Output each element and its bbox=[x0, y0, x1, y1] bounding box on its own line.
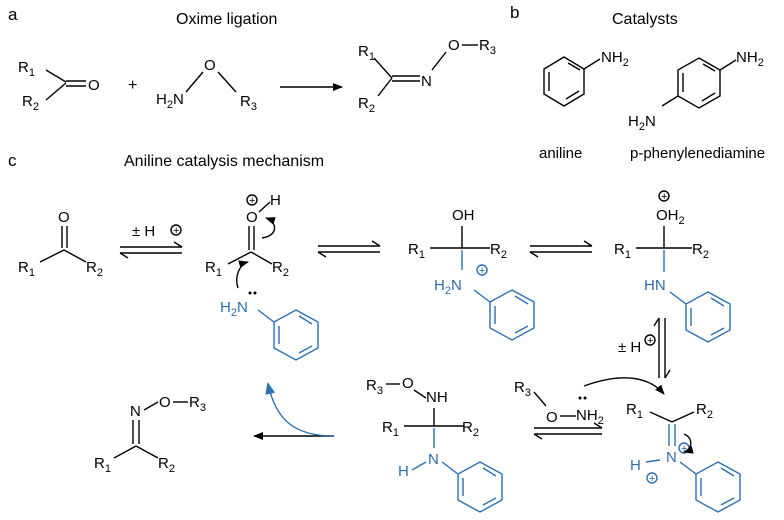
svg-text:H2N: H2N bbox=[434, 277, 462, 297]
tetrahedral-intermediate-1: OH R1 R2 H2N + bbox=[408, 207, 535, 341]
svg-text:R1: R1 bbox=[18, 259, 35, 279]
panel-b-letter: b bbox=[510, 3, 519, 22]
panel-b-title: Catalysts bbox=[612, 11, 678, 28]
oxime-final-product: N O R3 R1 R2 bbox=[94, 394, 206, 475]
protonation-label-2: ± H bbox=[618, 339, 641, 356]
svg-text:H2N: H2N bbox=[156, 91, 184, 111]
svg-text:+: + bbox=[647, 335, 653, 347]
aniline-structure: NH2 bbox=[543, 49, 629, 107]
oxime-product: R1 R2 N O R3 bbox=[358, 37, 496, 115]
svg-text:R2: R2 bbox=[22, 93, 39, 113]
carbonyl-reactant: R1 R2 O bbox=[18, 59, 100, 113]
svg-text:R2: R2 bbox=[462, 419, 479, 439]
svg-text:R3: R3 bbox=[479, 37, 496, 57]
svg-text:H: H bbox=[270, 192, 281, 209]
svg-text:O: O bbox=[159, 394, 171, 411]
svg-text:OH: OH bbox=[452, 207, 475, 224]
panel-a-title: Oxime ligation bbox=[176, 11, 277, 28]
svg-text:R2: R2 bbox=[272, 259, 289, 279]
panel-c-letter: c bbox=[8, 151, 17, 170]
svg-text:+: + bbox=[661, 191, 667, 203]
aminal-intermediate: R3 O NH R1 R2 N H bbox=[366, 375, 503, 513]
svg-text:R2: R2 bbox=[692, 241, 709, 261]
svg-text:R2: R2 bbox=[696, 401, 713, 421]
svg-text:H: H bbox=[630, 457, 641, 474]
svg-text:H: H bbox=[398, 463, 409, 480]
svg-text:O: O bbox=[204, 57, 216, 74]
svg-text:R1: R1 bbox=[18, 59, 35, 79]
svg-text:R3: R3 bbox=[514, 379, 531, 399]
svg-text:N: N bbox=[428, 451, 439, 468]
svg-text:H2N: H2N bbox=[220, 299, 248, 319]
panel-c-title: Aniline catalysis mechanism bbox=[124, 153, 324, 170]
p-phenylenediamine-structure: NH2 H2N bbox=[628, 49, 764, 133]
svg-text:R2: R2 bbox=[358, 95, 375, 115]
equilibrium-arrow-vertical bbox=[653, 317, 671, 379]
aminooxy-nucleophile: R3 O NH2 bbox=[514, 377, 665, 427]
svg-text:R1: R1 bbox=[94, 455, 111, 475]
svg-text:+: + bbox=[249, 195, 255, 207]
svg-text:R1: R1 bbox=[408, 241, 425, 261]
svg-text:R3: R3 bbox=[240, 93, 257, 113]
svg-text:O: O bbox=[58, 209, 70, 226]
tetrahedral-intermediate-2: + OH2 R1 R2 HN bbox=[614, 190, 731, 343]
svg-text:R1: R1 bbox=[626, 401, 643, 421]
svg-text:NH2: NH2 bbox=[601, 49, 629, 69]
svg-text:R1: R1 bbox=[614, 241, 631, 261]
svg-text:R1: R1 bbox=[358, 43, 375, 63]
svg-text:HN: HN bbox=[644, 277, 666, 294]
aminooxy-reactant: H2N O R3 bbox=[156, 57, 257, 113]
panel-a-letter: a bbox=[8, 5, 18, 24]
svg-text:H2N: H2N bbox=[628, 113, 656, 133]
svg-text:R3: R3 bbox=[189, 394, 206, 414]
svg-text:O: O bbox=[402, 375, 414, 392]
svg-text:O: O bbox=[246, 209, 258, 226]
svg-text:O: O bbox=[546, 409, 558, 426]
svg-text:+: + bbox=[649, 473, 655, 485]
catalyst-aniline-label: aniline bbox=[539, 145, 582, 162]
svg-text:NH2: NH2 bbox=[736, 49, 764, 69]
protonated-carbonyl: + O H R1 R2 bbox=[205, 192, 289, 289]
svg-text:N: N bbox=[666, 449, 677, 466]
svg-text:NH: NH bbox=[426, 389, 448, 406]
catalyst-ppd-label: p-phenylenediamine bbox=[630, 145, 765, 162]
aniline-nucleophile: H2N bbox=[220, 291, 319, 361]
svg-text:R3: R3 bbox=[366, 377, 383, 397]
svg-text:O: O bbox=[88, 77, 100, 94]
svg-text:O: O bbox=[448, 37, 460, 54]
svg-text:R2: R2 bbox=[490, 241, 507, 261]
iminium-intermediate: R1 R2 N + H + bbox=[626, 401, 741, 513]
svg-text:R2: R2 bbox=[86, 259, 103, 279]
svg-text:N: N bbox=[130, 403, 141, 420]
svg-text:+: + bbox=[173, 225, 179, 237]
label-R: R bbox=[18, 59, 29, 76]
plus-sign: + bbox=[128, 77, 137, 94]
ketone-start: O R1 R2 bbox=[18, 209, 103, 279]
svg-text:OH2: OH2 bbox=[656, 207, 685, 227]
equilibrium-arrow-2 bbox=[317, 240, 381, 258]
svg-text:+: + bbox=[681, 443, 687, 455]
equilibrium-arrow-5 bbox=[533, 422, 603, 440]
svg-text:N: N bbox=[421, 73, 432, 90]
equilibrium-arrow-1 bbox=[119, 241, 183, 259]
svg-text:NH2: NH2 bbox=[576, 407, 604, 427]
svg-text:R1: R1 bbox=[382, 419, 399, 439]
protonation-label: ± H bbox=[132, 223, 155, 240]
svg-text:R1: R1 bbox=[205, 259, 222, 279]
svg-text:+: + bbox=[479, 265, 485, 277]
svg-text:R2: R2 bbox=[158, 455, 175, 475]
catalyst-release-arrow bbox=[265, 382, 335, 437]
equilibrium-arrow-3 bbox=[529, 240, 593, 258]
